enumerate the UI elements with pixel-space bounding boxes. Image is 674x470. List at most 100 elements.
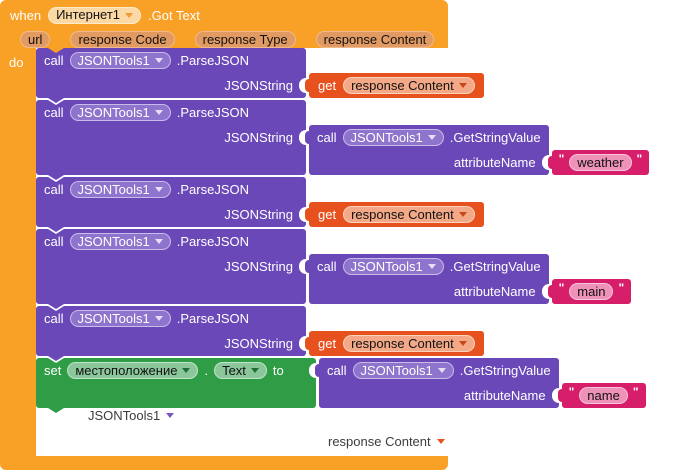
getstringvalue-block-weather[interactable]: call JSONTools1 .GetStringValue attribut…	[305, 125, 650, 175]
floating-variable-dropdown[interactable]: response Content	[328, 434, 445, 449]
jsontools-dropdown-label: JSONTools1	[350, 258, 423, 274]
get-response-content-block[interactable]: get response Content	[305, 331, 484, 356]
call-row: call JSONTools1 .ParseJSON	[36, 306, 306, 331]
string-field[interactable]: main	[569, 283, 614, 300]
method-label: .GetStringValue	[449, 259, 541, 274]
jsontools-dropdown[interactable]: JSONTools1	[342, 258, 444, 275]
jsontools-dropdown[interactable]: JSONTools1	[69, 233, 171, 250]
set-label: set	[44, 363, 62, 378]
value-socket	[541, 155, 549, 170]
jsonstring-label: JSONString	[224, 207, 293, 222]
variable-dropdown-label: response Content	[351, 335, 454, 351]
jsonstring-label: JSONString	[224, 336, 293, 351]
call-label: call	[44, 182, 64, 197]
string-field[interactable]: name	[579, 387, 628, 404]
get-label: get	[318, 336, 337, 351]
plug-tab	[305, 337, 310, 350]
attributename-label: attributeName	[453, 284, 536, 299]
value-socket	[299, 207, 306, 222]
attributename-arg-row: attributeName	[309, 150, 549, 175]
call-label: call	[44, 234, 64, 249]
dropdown-arrow-icon	[166, 413, 175, 418]
getstringvalue-block-name[interactable]: call JSONTools1 .GetStringValue attribut…	[315, 358, 646, 408]
jsontools-dropdown[interactable]: JSONTools1	[69, 181, 171, 198]
jsontools-dropdown-label: JSONTools1	[350, 129, 423, 145]
socket-attachment: " weather "	[547, 150, 650, 175]
when-header-row: when Интернет1 .Got Text	[0, 0, 448, 25]
method-label: .ParseJSON	[176, 311, 250, 326]
dropdown-arrow-icon	[458, 83, 467, 88]
call-row: call JSONTools1 .ParseJSON	[36, 100, 306, 125]
value-socket	[541, 284, 549, 299]
floating-component-dropdown-label: JSONTools1	[88, 408, 161, 423]
variable-dropdown[interactable]: response Content	[343, 335, 475, 352]
do-label: do	[9, 55, 24, 70]
variable-dropdown[interactable]: response Content	[343, 206, 475, 223]
socket-attachment: call JSONTools1 .GetStringValue attribut…	[305, 254, 632, 304]
set-row: set местоположение . Text to	[36, 358, 316, 383]
when-event-block-footer[interactable]	[0, 456, 448, 470]
property-dropdown-label: Text	[222, 362, 246, 378]
call-row: call JSONTools1 .ParseJSON	[36, 48, 306, 73]
plug-tab	[547, 156, 553, 169]
socket-attachment: call JSONTools1 .GetStringValue attribut…	[305, 125, 650, 175]
string-field[interactable]: weather	[569, 154, 632, 171]
jsontools-dropdown[interactable]: JSONTools1	[352, 362, 454, 379]
getstringvalue-block-main[interactable]: call JSONTools1 .GetStringValue attribut…	[305, 254, 632, 304]
text-string-block-weather[interactable]: " weather "	[547, 150, 650, 175]
property-dropdown-text[interactable]: Text	[214, 362, 267, 379]
close-quote: "	[618, 281, 625, 295]
dot-label: .	[204, 363, 209, 378]
call-row: call JSONTools1 .ParseJSON	[36, 177, 306, 202]
floating-variable-dropdown-label: response Content	[328, 434, 431, 449]
close-quote: "	[632, 385, 639, 399]
jsontools-dropdown[interactable]: JSONTools1	[69, 52, 171, 69]
when-event-block-header[interactable]: when Интернет1 .Got Text url response Co…	[0, 0, 448, 48]
jsontools-dropdown[interactable]: JSONTools1	[69, 104, 171, 121]
get-label: get	[318, 78, 337, 93]
set-property-block[interactable]: set местоположение . Text to call	[36, 358, 646, 413]
dropdown-arrow-icon	[427, 135, 436, 140]
event-name-label: .Got Text	[148, 7, 200, 23]
method-label: .GetStringValue	[449, 130, 541, 145]
component-dropdown[interactable]: Интернет1	[48, 6, 142, 24]
when-label: when	[10, 7, 42, 23]
component-dropdown-mestopolozhenie[interactable]: местоположение	[67, 362, 199, 379]
value-socket	[309, 363, 316, 378]
call-row: call JSONTools1 .GetStringValue	[319, 358, 559, 383]
get-response-content-block[interactable]: get response Content	[305, 202, 484, 227]
event-param-response-code: response Code	[70, 31, 175, 48]
plug-tab	[557, 389, 563, 402]
parse-json-block-1[interactable]: call JSONTools1 .ParseJSON JSONString ge…	[36, 48, 484, 103]
call-label: call	[44, 311, 64, 326]
attributename-label: attributeName	[453, 155, 536, 170]
jsontools-dropdown[interactable]: JSONTools1	[342, 129, 444, 146]
parse-json-block-3[interactable]: call JSONTools1 .ParseJSON JSONString ge…	[36, 177, 484, 232]
parse-json-block-2[interactable]: call JSONTools1 .ParseJSON JSONString ca…	[36, 100, 650, 180]
text-string-block-name[interactable]: " name "	[557, 383, 646, 408]
dropdown-arrow-icon	[437, 368, 446, 373]
value-socket	[551, 388, 559, 403]
dropdown-arrow-icon	[154, 58, 163, 63]
method-label: .ParseJSON	[176, 53, 250, 68]
floating-component-dropdown[interactable]: JSONTools1	[88, 408, 175, 423]
jsonstring-label: JSONString	[224, 78, 293, 93]
attributename-label: attributeName	[463, 388, 546, 403]
event-param-response-type: response Type	[194, 31, 296, 48]
when-event-block-do-column[interactable]: do	[0, 48, 36, 456]
dropdown-arrow-icon	[436, 439, 445, 444]
event-param-response-content: response Content	[315, 31, 435, 48]
parse-json-block-5[interactable]: call JSONTools1 .ParseJSON JSONString ge…	[36, 306, 484, 361]
value-socket	[299, 336, 306, 351]
parse-json-block-4[interactable]: call JSONTools1 .ParseJSON JSONString ca…	[36, 229, 632, 309]
text-string-block-main[interactable]: " main "	[547, 279, 632, 304]
dropdown-arrow-icon	[458, 212, 467, 217]
variable-dropdown-label: response Content	[351, 77, 454, 93]
get-response-content-block[interactable]: get response Content	[305, 73, 484, 98]
jsonstring-arg-row: JSONString	[36, 125, 306, 150]
jsontools-dropdown[interactable]: JSONTools1	[69, 310, 171, 327]
variable-dropdown[interactable]: response Content	[343, 77, 475, 94]
dropdown-arrow-icon	[125, 12, 134, 18]
connector-notch	[48, 48, 64, 53]
attributename-arg-row: attributeName	[319, 383, 559, 408]
